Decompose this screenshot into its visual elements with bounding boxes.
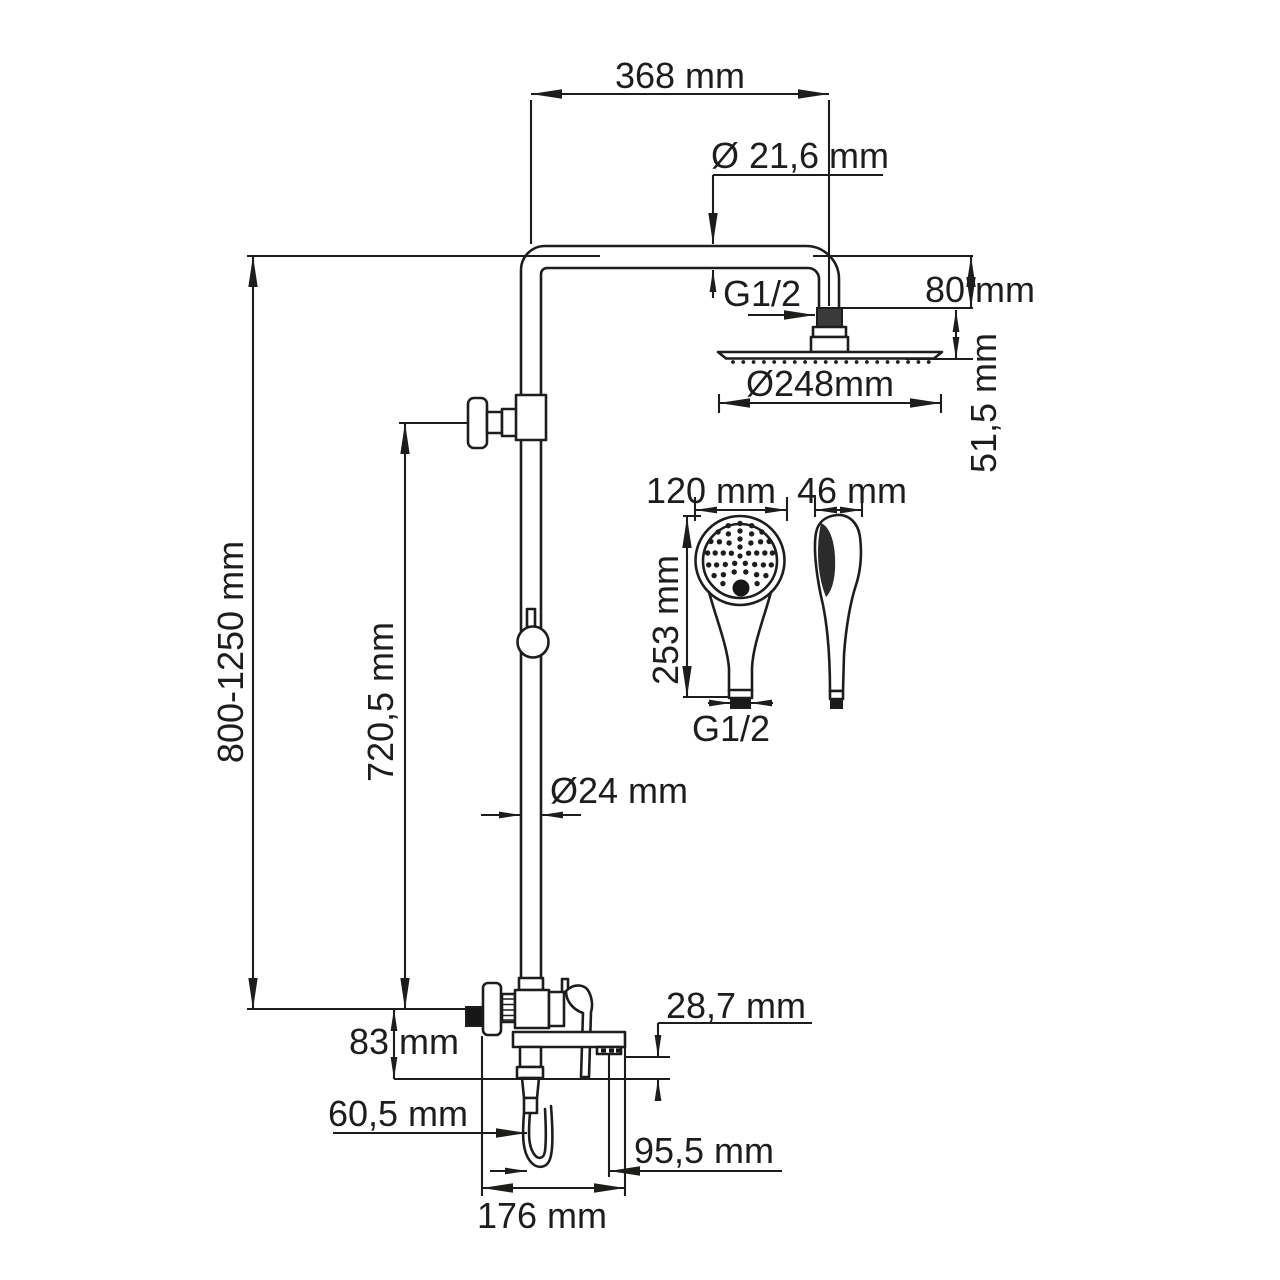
dimension-lines	[247, 89, 976, 1196]
bracket-pipe-collar	[514, 393, 548, 442]
bracket-wall-flange	[466, 396, 489, 450]
dim-bracket-height-lines	[399, 421, 468, 1009]
hand-shower-nozzle-dots	[704, 520, 776, 587]
hose-hook	[521, 1104, 554, 1169]
hand-shower-holder-rail	[595, 1045, 623, 1056]
slider-ball	[516, 625, 550, 659]
dim-arm-diameter-lines	[708, 173, 883, 298]
head-stem	[809, 335, 850, 354]
hand-shower-head-outline	[694, 514, 786, 607]
dim-outlet-offset-lines	[625, 1021, 812, 1101]
dim-total-depth-lines	[480, 1036, 627, 1196]
label-reach: 95,5 mm	[634, 1130, 774, 1171]
hand-shower-connector	[727, 688, 754, 700]
dim-hand-shower-length-lines	[682, 514, 728, 699]
hand-shower-side-connector	[828, 689, 845, 701]
hand-shower-side-face	[818, 523, 836, 597]
label-head-height: 51,5 mm	[963, 333, 1004, 473]
head-connector-flange	[811, 325, 848, 339]
hand-shower-side-view	[813, 513, 863, 709]
rain-shower-head	[716, 307, 944, 364]
hand-shower-side-nut	[830, 698, 843, 709]
label-pipe-diameter: Ø24 mm	[550, 770, 688, 811]
label-hand-shower-length: 253 mm	[645, 555, 686, 685]
label-arm-diameter: Ø 21,6 mm	[711, 135, 889, 176]
hand-shower-handle-right	[750, 590, 773, 693]
slider-knob	[516, 607, 550, 659]
wall-connection-block	[465, 1006, 484, 1027]
dim-head-height-lines	[905, 310, 973, 361]
mixer-cap	[547, 990, 566, 1028]
dim-hand-shower-depth-lines	[813, 497, 864, 517]
hand-shower-front-view	[694, 514, 786, 709]
label-column-height: 800-1250 mm	[210, 541, 251, 763]
mixer-cartridge	[500, 992, 517, 1024]
label-head-diameter: Ø248mm	[746, 363, 894, 404]
dim-head-diameter-lines	[717, 394, 943, 413]
shower-column-assembly	[465, 244, 944, 1169]
mixer-shelf	[511, 1030, 627, 1049]
label-head-drop: 80 mm	[925, 269, 1035, 310]
riser-pipe-and-arm	[519, 244, 841, 980]
mixer-wall-escutcheon	[481, 981, 503, 1037]
bracket-arm	[485, 410, 504, 435]
hand-shower-thread-nut	[730, 697, 751, 709]
label-outlet-offset: 28,7 mm	[666, 985, 806, 1026]
head-disc	[716, 350, 944, 360]
mixer-top-nut	[517, 976, 545, 992]
dimension-labels: 368 mm Ø 21,6 mm G1/2 80 mm 51,5 mm Ø248…	[210, 55, 1035, 1236]
label-arm-thread: G1/2	[723, 273, 801, 314]
dim-arm-length-lines	[529, 89, 831, 306]
head-connector-nut	[816, 307, 843, 328]
label-mixer-drop: 83 mm	[349, 1021, 459, 1062]
label-bracket-height: 720,5 mm	[360, 622, 401, 782]
label-hand-shower-thread: G1/2	[692, 708, 770, 749]
upper-wall-bracket	[466, 393, 548, 450]
mixer-body	[513, 988, 551, 1030]
hand-shower-mode-button	[732, 579, 750, 597]
label-arm-length: 368 mm	[615, 55, 745, 96]
dim-hose-offset-lines	[333, 1128, 527, 1175]
slider-stem	[525, 607, 537, 629]
mixer-lever-handle	[564, 984, 594, 1079]
head-nozzle-dots	[731, 360, 931, 364]
label-total-depth: 176 mm	[477, 1195, 607, 1236]
label-hose-offset: 60,5 mm	[328, 1093, 468, 1134]
label-hand-shower-width: 120 mm	[646, 470, 776, 511]
label-hand-shower-depth: 46 mm	[797, 470, 907, 511]
dim-column-height-lines	[247, 254, 600, 1011]
dim-head-drop-lines	[813, 254, 976, 310]
hand-shower-handle-left	[707, 590, 731, 693]
mixer-assembly	[465, 976, 627, 1169]
